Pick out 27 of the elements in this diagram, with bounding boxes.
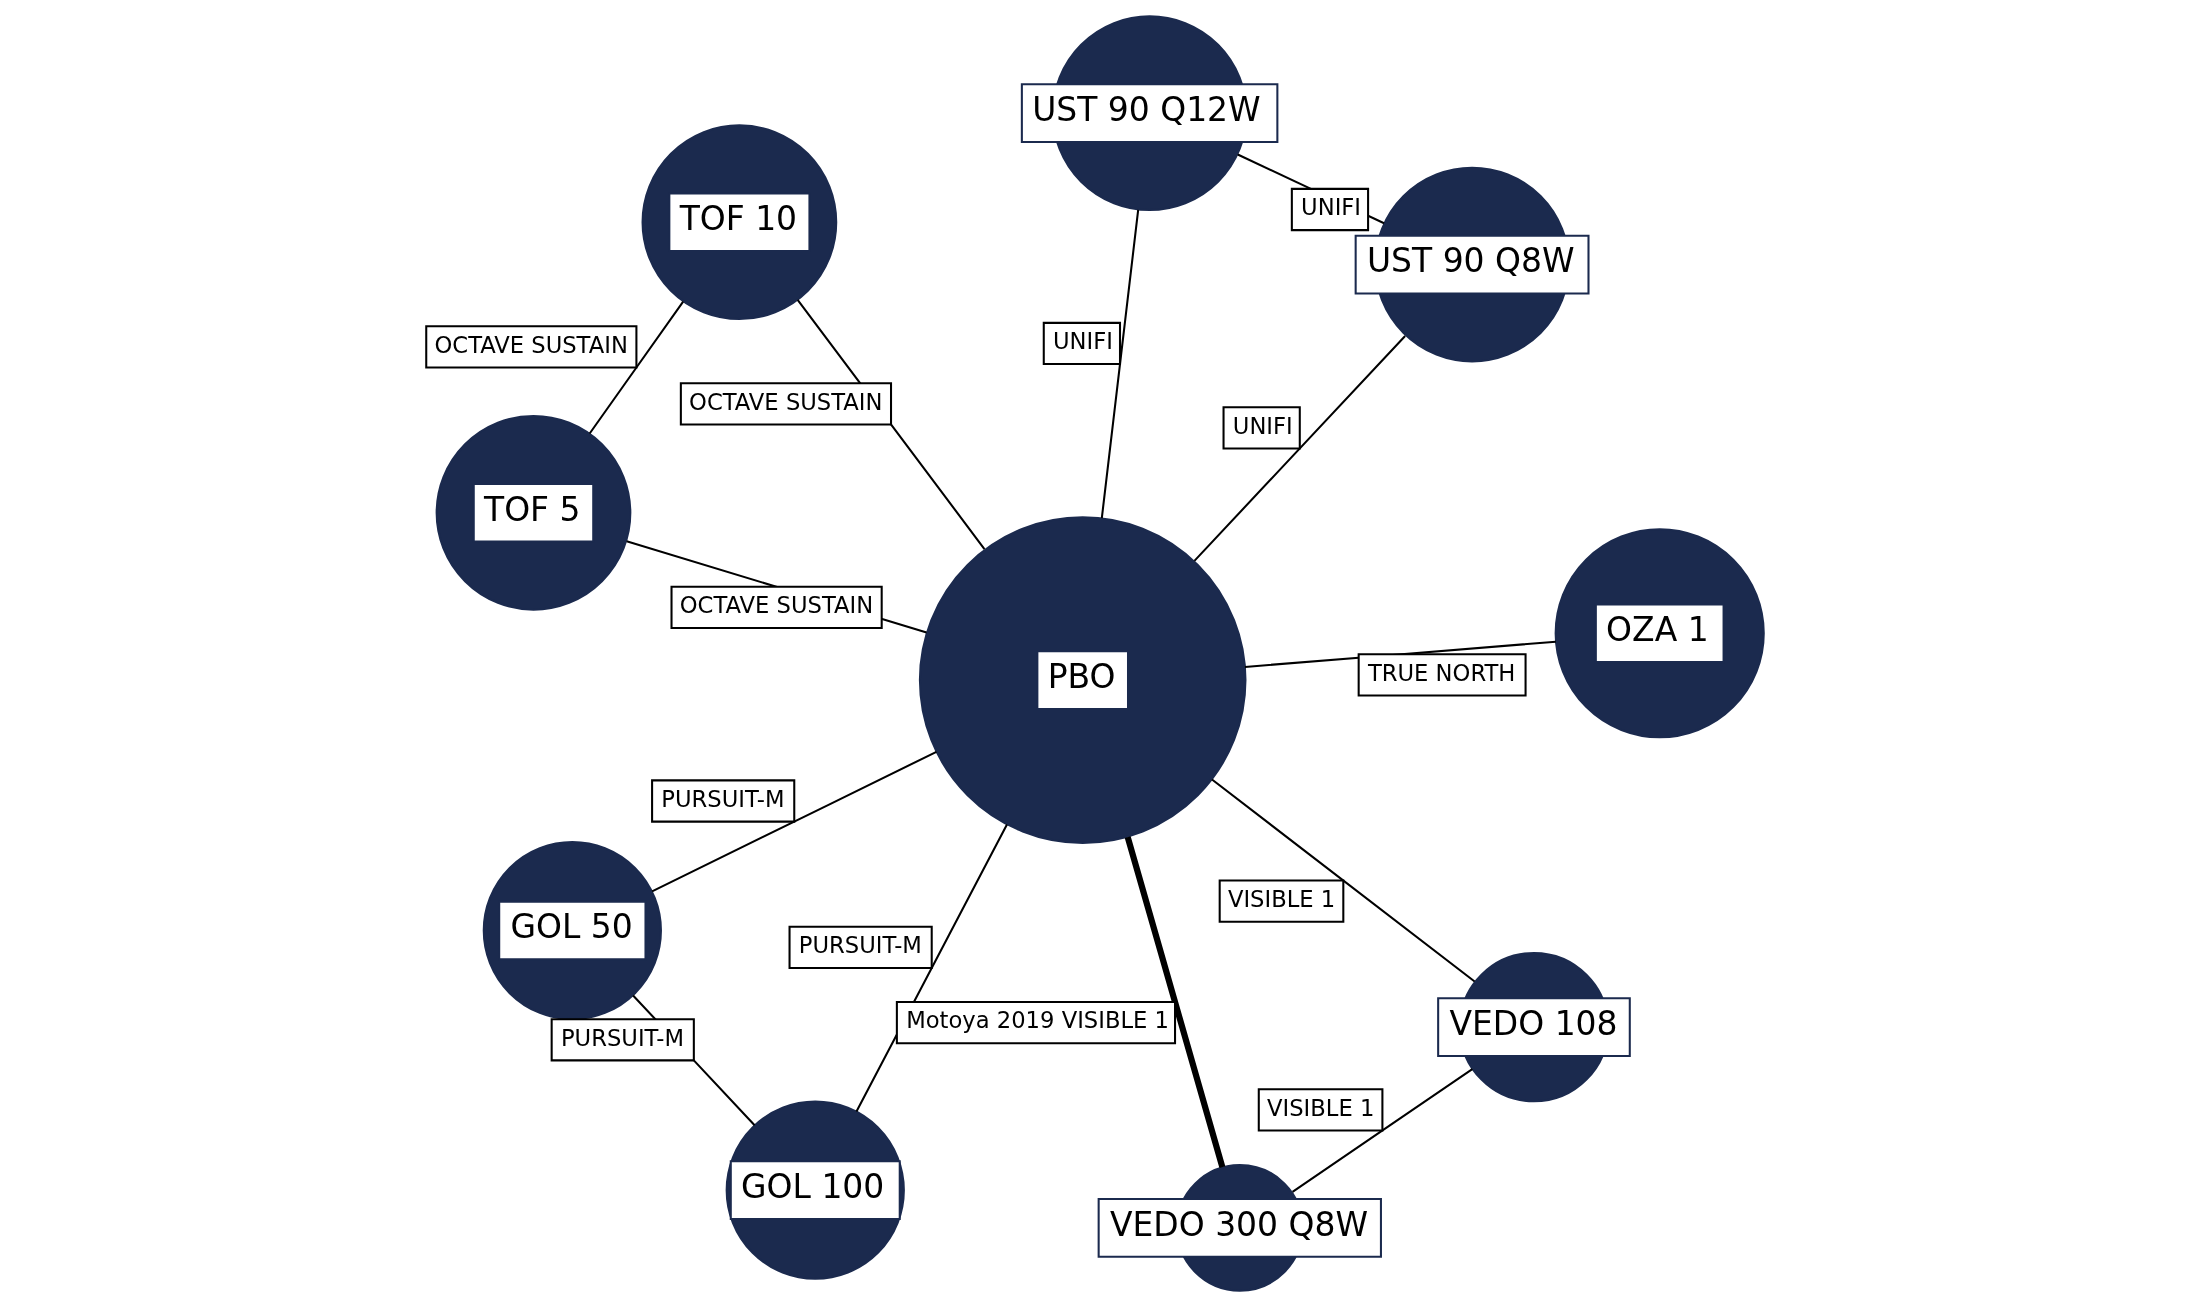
- edge-label: VISIBLE 1: [1267, 1094, 1375, 1121]
- edge-label: UNIFI: [1232, 412, 1293, 439]
- edge-label: PURSUIT-M: [798, 932, 922, 959]
- edge-label: OCTAVE SUSTAIN: [679, 592, 874, 619]
- node-circle: GOL 50: [482, 840, 662, 1021]
- node-circle: GOL 100: [725, 1100, 905, 1280]
- edge-label: Motoya 2019 VISIBLE 1: [906, 1007, 1170, 1034]
- connector: [1291, 1068, 1473, 1193]
- edge-label: TRUE NORTH: [1367, 659, 1516, 686]
- edge-label: PURSUIT-M: [661, 785, 785, 812]
- edge-label: VISIBLE 1: [1227, 885, 1336, 912]
- node-circle: PBO: [918, 516, 1247, 844]
- connector: [1244, 640, 1556, 668]
- connector: [855, 824, 1008, 1113]
- edge-label: PURSUIT-M: [560, 1024, 685, 1051]
- edge-label: UNIFI: [1053, 328, 1113, 355]
- edge-label: OCTAVE SUSTAIN: [689, 388, 883, 415]
- connector: [1211, 778, 1476, 983]
- connector: [1100, 209, 1140, 519]
- connector: [1193, 335, 1406, 562]
- connector: [1124, 836, 1226, 1168]
- connector: [588, 301, 684, 435]
- edge-label: OCTAVE SUSTAIN: [434, 331, 628, 358]
- node-circle: TOF 5: [435, 414, 632, 611]
- connector: [626, 540, 927, 634]
- node-circle: TOF 10: [641, 124, 838, 321]
- node-circle: OZA 1: [1554, 528, 1765, 739]
